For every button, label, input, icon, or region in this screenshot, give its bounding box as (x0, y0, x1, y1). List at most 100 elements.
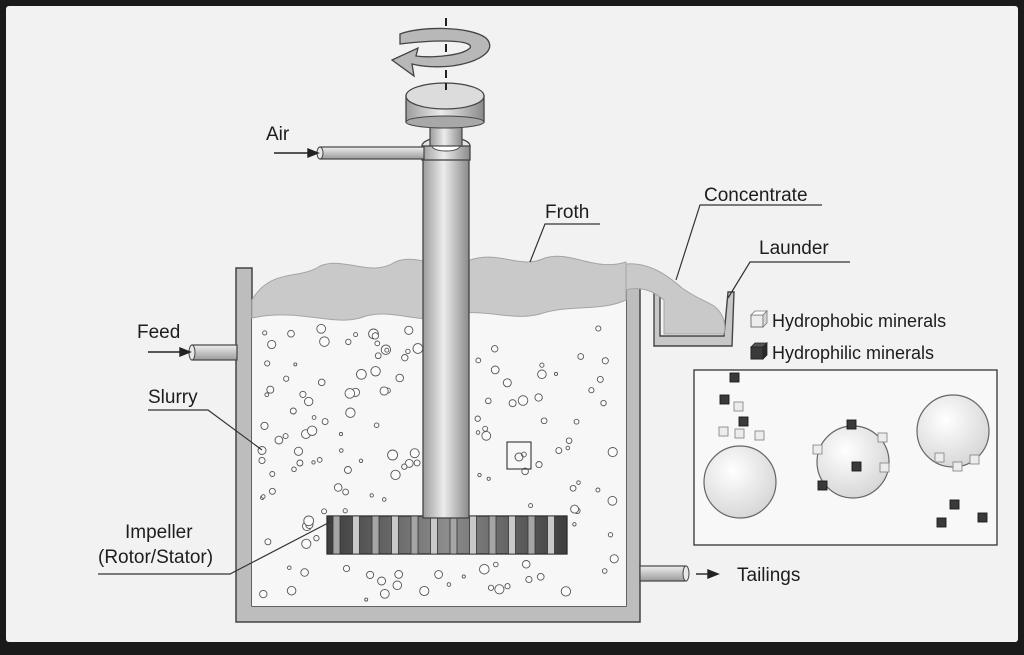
hydrophobic-particle (879, 462, 890, 473)
slurry-bubble (494, 584, 505, 595)
slurry-bubble (345, 338, 352, 346)
slurry-bubble (311, 415, 317, 420)
slurry-bubble (364, 597, 369, 602)
hydrophilic-particle (817, 480, 828, 491)
slurry-bubble (540, 417, 548, 425)
slurry-bubble (343, 466, 352, 474)
slurry-bubble (412, 343, 424, 354)
air-pipe (319, 146, 425, 160)
slurry-bubble (342, 564, 351, 573)
impeller-blade (332, 515, 341, 555)
slurry-bubble (577, 353, 585, 360)
slurry-bubble (311, 460, 316, 465)
slurry-bubble (321, 508, 328, 515)
slurry-bubble (316, 323, 327, 334)
feed-pipe (191, 344, 238, 361)
slurry-bubble (387, 449, 399, 461)
legend: Hydrophobic minerals Hydrophilic mineral… (750, 310, 946, 363)
feed-arrow-icon (179, 346, 192, 358)
slurry-bubble (595, 325, 602, 332)
slurry-bubble (601, 357, 609, 365)
slurry-bubble (401, 463, 408, 470)
impeller-blade (527, 515, 536, 555)
hydrophilic-particle (846, 419, 857, 430)
hydrophobic-particle (733, 401, 744, 412)
hydrophilic-particle (738, 416, 749, 427)
impeller-blades (332, 515, 555, 555)
slurry-bubble (313, 535, 320, 542)
impeller-blade (352, 515, 360, 555)
slurry-bubble (534, 393, 543, 402)
impeller-body (326, 515, 568, 555)
slurry-bubble (508, 399, 517, 408)
slurry-bubble (267, 339, 277, 350)
slurry-bubble (560, 586, 572, 597)
hydrophilic-legend-icon (750, 342, 768, 360)
pipes (188, 146, 690, 582)
slurry-bubble (317, 378, 326, 387)
labels: Air Feed Slurry Impeller (Rotor/Stator) … (98, 124, 829, 586)
slurry-bubble (338, 432, 344, 437)
slurry-bubble (404, 458, 414, 468)
slurry-bubble (390, 469, 401, 481)
slurry-bubble (553, 371, 559, 376)
slurry-leader (148, 409, 263, 451)
slurry-bubble (379, 386, 389, 396)
launder-leader (727, 261, 850, 299)
slurry-bubble (536, 572, 545, 581)
slurry-bubble (596, 375, 604, 383)
slurry-bubble (607, 447, 618, 458)
slurry-bubble (373, 422, 380, 428)
slurry-bubble (293, 446, 304, 456)
slurry-bubble (344, 388, 356, 399)
hydrophobic-legend-label: Hydrophobic minerals (772, 311, 946, 331)
concentrate-leader (675, 204, 822, 281)
slurry-bubble (260, 421, 269, 430)
slurry-bubble (482, 425, 489, 432)
slurry-bubble (264, 360, 271, 367)
slurry-bubble (259, 589, 268, 599)
slurry-bubble (293, 362, 298, 367)
slurry-bubble (475, 357, 482, 364)
slurry-bubble (413, 459, 421, 467)
slurry-bubble (487, 584, 495, 591)
slurry-bubble (301, 538, 312, 549)
hydrophobic-particle (754, 430, 765, 441)
slurry-bubble (353, 332, 359, 338)
slurry-bubble (370, 366, 381, 377)
slurry-bubble (333, 483, 343, 492)
slurry-bubble (479, 563, 490, 575)
slurry-bubble (374, 340, 381, 347)
slurry-bubble (609, 554, 619, 564)
shaft (422, 157, 470, 519)
slurry-bubble (607, 495, 618, 506)
slurry-bubble (306, 425, 318, 436)
leader-lines (98, 204, 850, 575)
slurry-bubble (266, 385, 275, 394)
zoom-marker-box (506, 441, 532, 470)
impeller-blade (391, 515, 399, 555)
hydrophobic-particle (718, 426, 729, 437)
inset-particles (718, 372, 988, 528)
slurry-bubble (258, 456, 266, 465)
bubble-empty (703, 445, 777, 519)
slurry-bubble (475, 430, 481, 435)
slurry-bubble (461, 574, 466, 579)
slurry-bubble (384, 347, 390, 353)
slurry-bubble (600, 399, 607, 407)
slurry-bubble (521, 467, 529, 476)
slurry-bubble (565, 437, 573, 444)
impeller-label: Impeller (125, 522, 193, 543)
impeller (326, 515, 568, 555)
hydrophobic-legend-icon (750, 310, 768, 328)
slurry-bubbles (257, 323, 619, 602)
slurry-bubble (535, 461, 543, 469)
slurry-bubble (474, 415, 481, 422)
slurry-bubble (401, 354, 409, 362)
slurry-bubble (573, 418, 580, 425)
slurry-bubble (490, 365, 500, 375)
slurry-bubble (379, 588, 390, 599)
slurry-bubble (264, 392, 270, 398)
tailings-pipe (639, 565, 687, 582)
